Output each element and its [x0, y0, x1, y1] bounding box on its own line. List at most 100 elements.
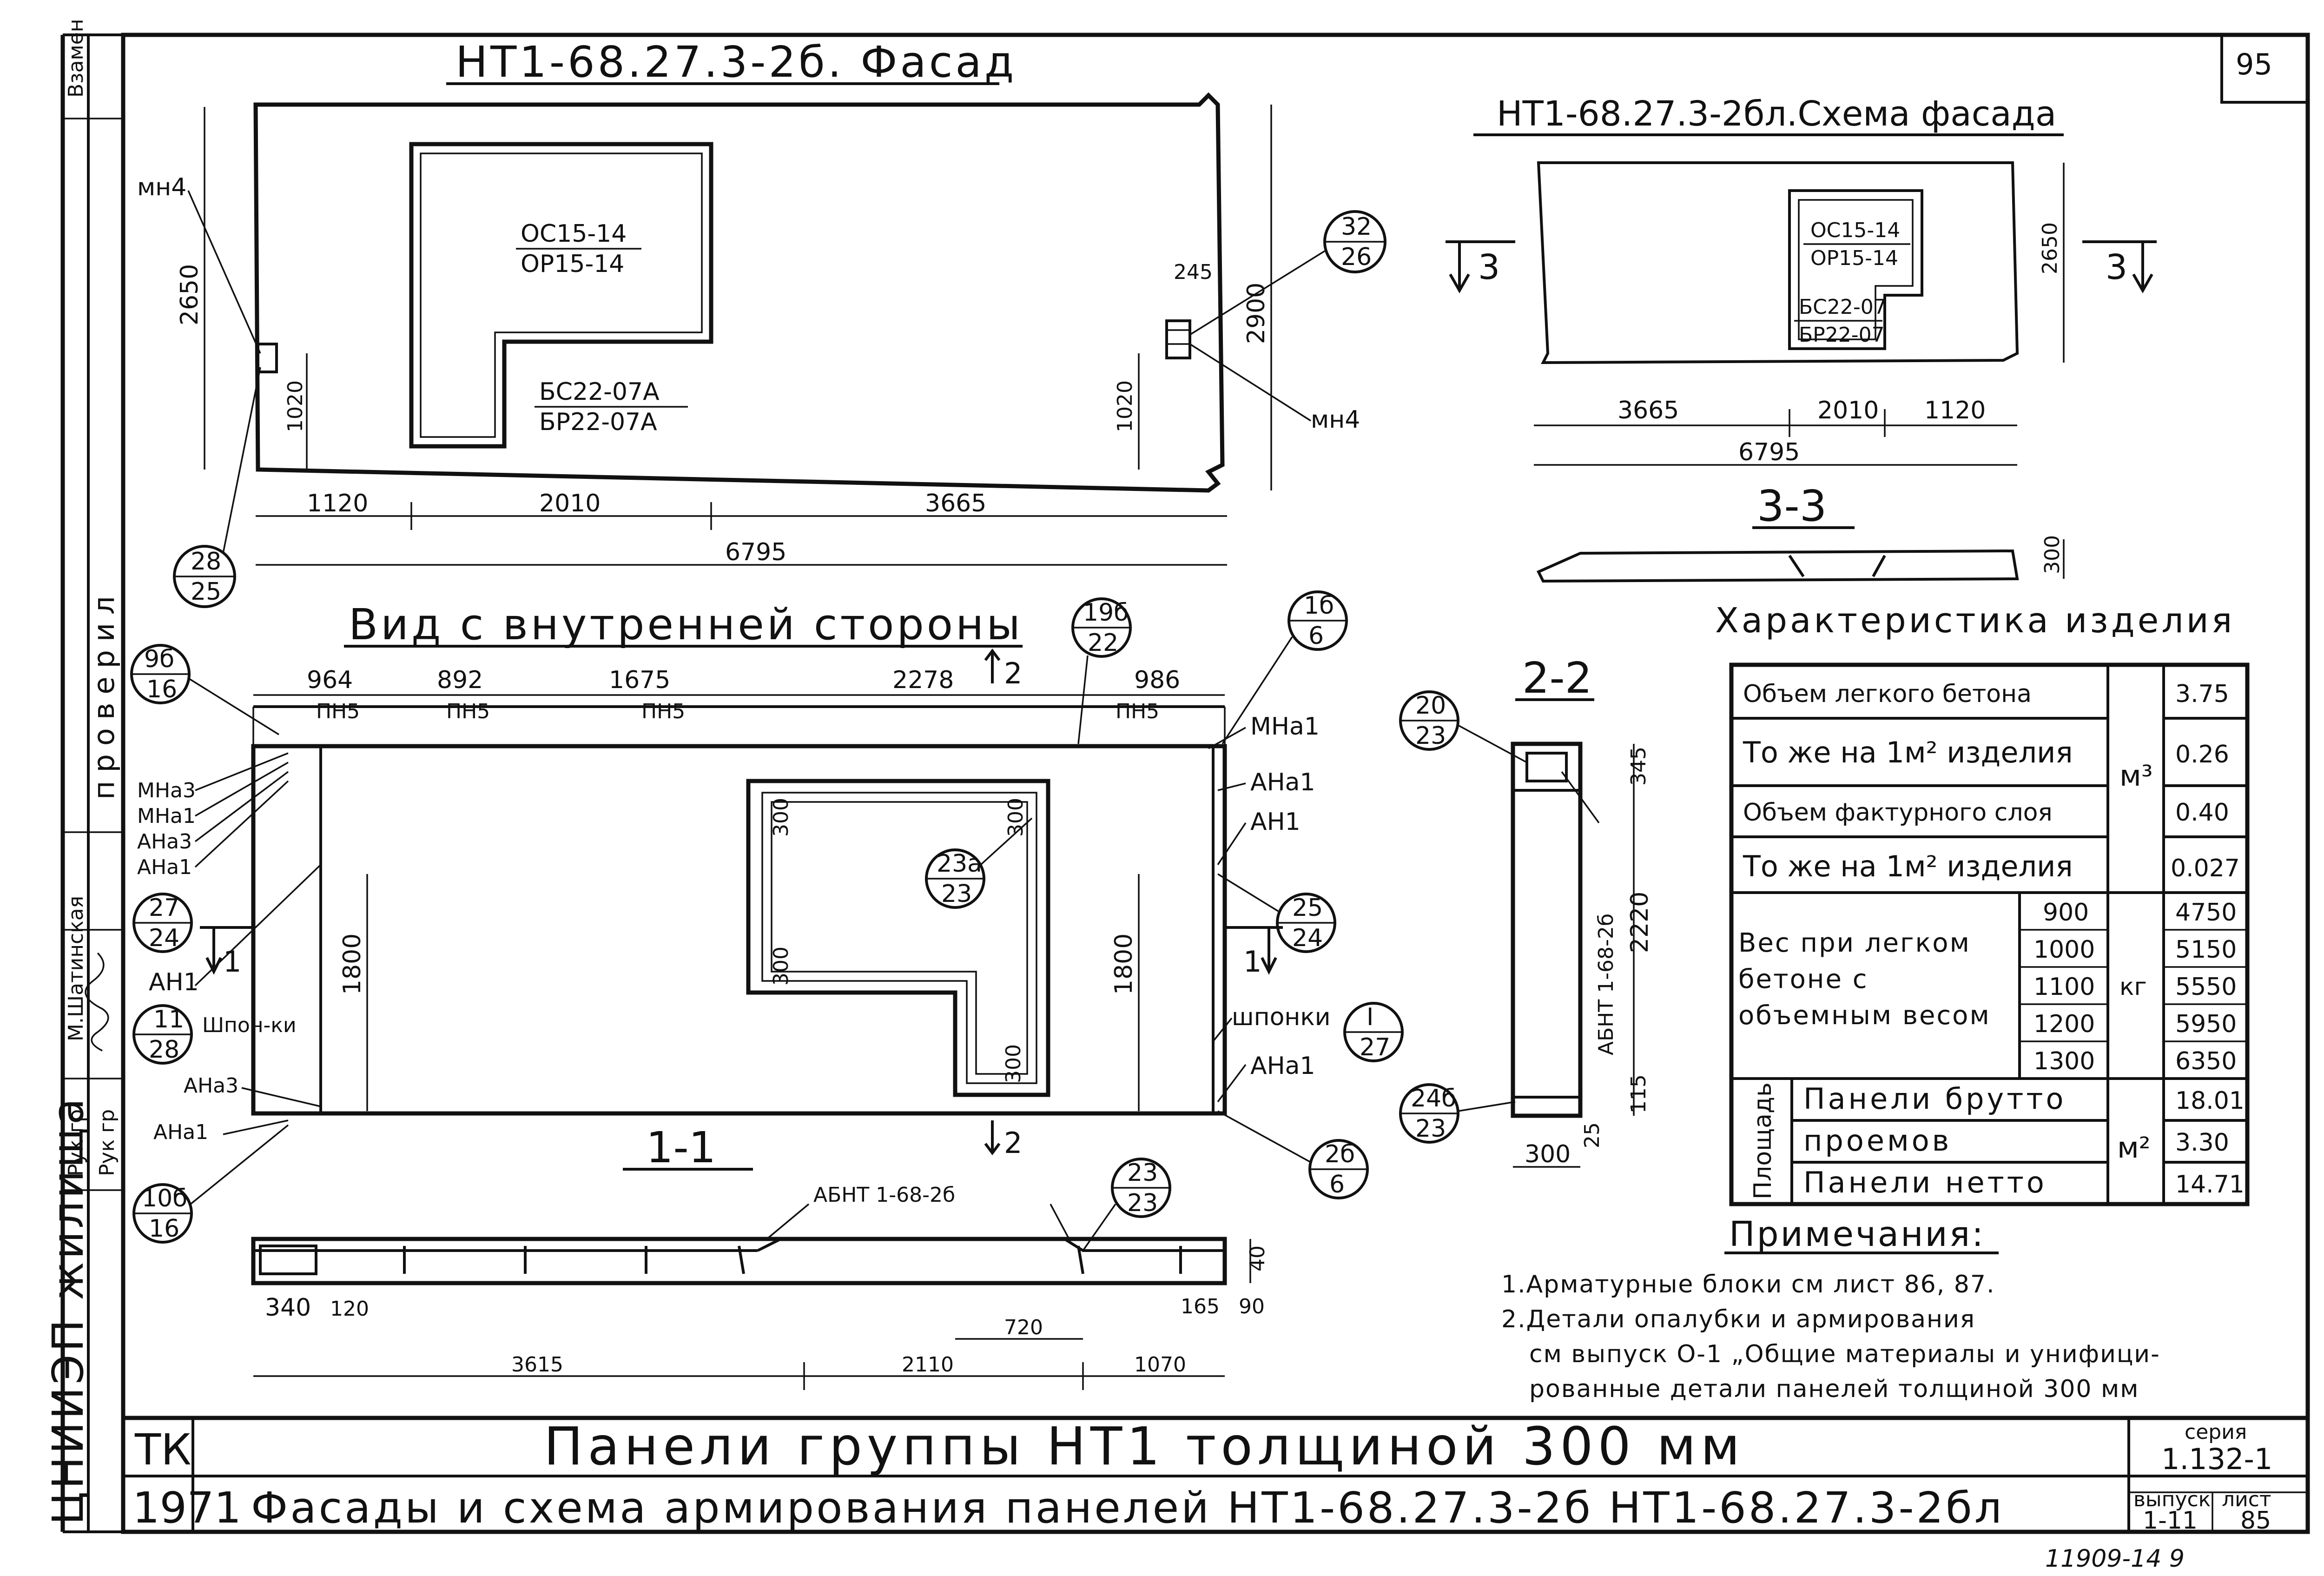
inner-label-an1-left: АН1: [149, 968, 199, 996]
callout-23a-23: [925, 817, 1033, 909]
char-unit-m3: м³: [2119, 759, 2153, 793]
org-vertical: ЦНИИЭП жилища: [43, 1096, 93, 1525]
callout-2b-6: [1217, 1110, 1369, 1199]
section-22-dim-115: 115: [1627, 1074, 1651, 1113]
callout-1b-6: [1221, 590, 1348, 744]
section-11-dim-2110: 2110: [902, 1353, 954, 1377]
callout-9b-bot: 16: [146, 675, 177, 703]
callout-32-26: [1189, 210, 1386, 336]
callout-24b-bot: 23: [1415, 1115, 1446, 1143]
sheet-frame: [60, 33, 2310, 1534]
series-label: серия: [2185, 1420, 2247, 1444]
inner-label-mna1-right: МНа1: [1250, 713, 1320, 741]
char-area-row-1-value: 18.01: [2175, 1087, 2245, 1115]
signature-mark: [85, 952, 109, 1052]
callout-25-bot: 24: [1292, 924, 1323, 952]
facade-title: НТ1-68.27.3-2б. Фасад: [456, 37, 1017, 87]
section-22-dim-25: 25: [1580, 1122, 1604, 1148]
section-22-dim-300: 300: [1525, 1140, 1571, 1168]
callout-11-top: 11: [153, 1006, 184, 1033]
section-11-dim-120: 120: [330, 1297, 369, 1321]
sheet-value: 85: [2240, 1507, 2271, 1535]
inner-label-an1-right: АН1: [1250, 808, 1301, 836]
section-22-title: 2-2: [1522, 653, 1592, 703]
characteristics-title: Характеристика изделия: [1715, 601, 2235, 641]
char-weight-value-3: 5550: [2175, 973, 2237, 1001]
section-11-dim-165: 165: [1181, 1295, 1220, 1318]
facade-dim-2900: 2900: [1242, 283, 1270, 344]
callout-23a-top: 23а: [937, 850, 982, 878]
char-weight-density-4: 1200: [2034, 1010, 2095, 1038]
cut-2-bot: 2: [1004, 1126, 1022, 1160]
scheme-window-label-1: ОС15-14: [1810, 219, 1900, 242]
char-weight-value-5: 6350: [2175, 1047, 2237, 1075]
char-row-1-label: Объем легкого бетона: [1743, 680, 2032, 708]
section-11-label: 1-1: [646, 1123, 716, 1172]
facade-panel: [253, 92, 1225, 493]
callout-2b-top: 2б: [1325, 1140, 1355, 1168]
cut-2-bot-arrow: [984, 1120, 1001, 1155]
inner-dim-964: 964: [307, 666, 353, 694]
facade-mn4-right: мн4: [1311, 406, 1360, 434]
callout-24b-top: 24б: [1411, 1085, 1456, 1112]
scheme-window-label-2: ОР15-14: [1810, 246, 1898, 270]
stamp-vzamen: Взамен: [64, 19, 88, 98]
callout-23a-bot: 23: [941, 880, 972, 908]
cut-3-left: [1446, 240, 1515, 294]
char-weight-density-1: 900: [2043, 899, 2089, 927]
cut-3-right-label: 3: [2106, 247, 2127, 287]
inner-dim-1800-left: 1800: [338, 934, 366, 995]
char-weight-density-5: 1300: [2034, 1047, 2095, 1075]
inner-label-ana1: АНа1: [137, 855, 192, 879]
char-row-4-label: То же на 1м² изделия: [1743, 849, 2073, 883]
callout-1b-top: 1б: [1304, 592, 1334, 620]
inner-pn5-3: ПН5: [641, 700, 685, 723]
char-area-row-3-label: Панели нетто: [1803, 1165, 2047, 1199]
char-area-row-2-value: 3.30: [2175, 1129, 2229, 1157]
section-11-abnt: АБНТ 1-68-2б: [813, 1183, 955, 1207]
title-line-1: Панели группы НТ1 толщиной 300 мм: [544, 1417, 1744, 1477]
inner-dim-1800-right: 1800: [1110, 934, 1138, 995]
callout-I-27: [1343, 1002, 1404, 1062]
org-code: ТК: [134, 1425, 191, 1475]
inner-label-ana1-right: АНа1: [1250, 768, 1315, 796]
section-22-dim-345: 345: [1627, 747, 1651, 786]
callout-10b-top: 10б: [142, 1185, 187, 1212]
notes-line-4: рованные детали панелей толщиной 300 мм: [1529, 1375, 2139, 1403]
char-row-4-value: 0.027: [2171, 854, 2240, 882]
inner-pn5-1: ПН5: [316, 700, 360, 723]
callout-19b-22: [1071, 597, 1132, 744]
stamp-proveril: проверил: [87, 588, 121, 800]
callout-10b-16: [132, 1124, 289, 1244]
callout-27-24: [132, 893, 193, 953]
char-weight-density-3: 1100: [2034, 973, 2095, 1001]
notes-line-2: 2.Детали опалубки и армирования: [1501, 1305, 1975, 1333]
callout-24b-23: [1399, 1083, 1516, 1144]
facade-dim-1120: 1120: [307, 490, 368, 517]
char-row-3-label: Объем фактурного слоя: [1743, 799, 2053, 827]
inner-dim-300-b: 300: [1004, 798, 1028, 837]
section-22-dim-2220: 2220: [1626, 892, 1654, 953]
notes-title: Примечания:: [1729, 1214, 1985, 1254]
callout-11-28: [132, 1004, 193, 1065]
stamp-rukgr-2: Рук гр: [95, 1109, 119, 1176]
inner-label-mna3: МНа3: [137, 779, 196, 802]
facade-dim-6795: 6795: [725, 538, 786, 566]
callout-27-bot: 24: [149, 924, 179, 952]
cut-2-top-arrow: [984, 649, 1001, 683]
inner-dim-892: 892: [437, 666, 483, 694]
section-11-dim-90: 90: [1239, 1295, 1265, 1318]
year: 1971: [132, 1483, 241, 1533]
callout-19b-bot: 22: [1088, 629, 1118, 657]
cut-3-left-label: 3: [1478, 247, 1500, 287]
section-22-abnt: АБНТ 1-68-2б: [1594, 914, 1618, 1055]
callout-23-bot: 23: [1127, 1189, 1158, 1217]
inner-panel: [251, 705, 1227, 1116]
inner-label-ana1-right-bottom: АНа1: [1250, 1052, 1315, 1080]
callout-I-top: I: [1367, 1003, 1373, 1031]
title-block: [123, 1416, 2308, 1532]
scheme-dim-1120: 1120: [1924, 397, 1986, 424]
section-33-title: 3-3: [1757, 481, 1827, 531]
section-33-dim-300: 300: [2040, 535, 2064, 574]
inner-pn5-2: ПН5: [446, 700, 490, 723]
